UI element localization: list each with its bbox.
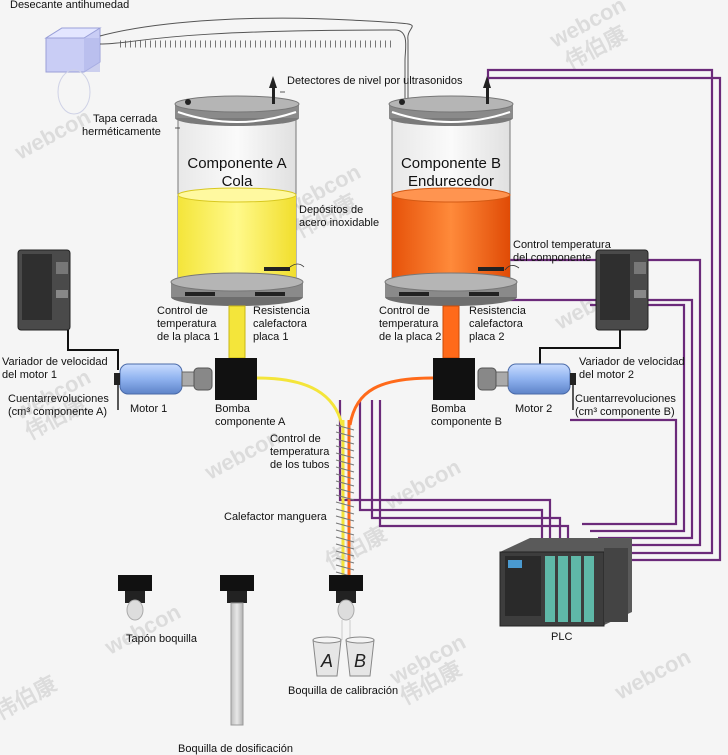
vfd2-cable bbox=[539, 330, 621, 368]
level-detectors-label: Detectores de nivel por ultrasonidos bbox=[287, 75, 463, 87]
counter2-label: Cuentarrevoluciones bbox=[575, 393, 676, 405]
component-b-label: Componente B bbox=[401, 155, 501, 172]
plc-rack bbox=[499, 538, 632, 627]
calibration-nozzle-label: Boquilla de calibración bbox=[288, 685, 398, 697]
desiccant-label: Desecante antihumedad bbox=[10, 0, 129, 11]
pump-a-label-2: componente A bbox=[215, 416, 286, 428]
plate1-heater-label-3: placa 1 bbox=[253, 331, 288, 343]
pump-a-label: Bomba bbox=[215, 403, 251, 415]
lid-label-2: hermética­mente bbox=[82, 126, 161, 138]
plate1-heater-label-2: calefactora bbox=[253, 318, 308, 330]
plate1-temp-label-3: de la placa 1 bbox=[157, 331, 219, 343]
tanks-label: Depósitos de bbox=[299, 204, 363, 216]
component-a-label: Componente A bbox=[187, 155, 286, 172]
motor-1 bbox=[114, 363, 213, 410]
plate1-heater-label: Resistencia bbox=[253, 305, 311, 317]
component-b-name: Endurecedor bbox=[408, 173, 494, 190]
vfd1-cable bbox=[67, 330, 119, 370]
plate1-temp-label-2: temperatura bbox=[157, 318, 217, 330]
plate2-temp-label-2: temperatura bbox=[379, 318, 439, 330]
pump-b bbox=[433, 358, 475, 400]
leader-lines bbox=[175, 91, 520, 271]
dosing-nozzle bbox=[220, 575, 254, 726]
plate2-heater-label: Resistencia bbox=[469, 305, 527, 317]
counter1-label: Cuentarrevoluciones bbox=[8, 393, 109, 405]
hose-a bbox=[256, 376, 344, 426]
nozzle-cap bbox=[118, 575, 152, 621]
vfd1-label-2: del motor 1 bbox=[2, 369, 57, 381]
tanks-label-2: acero inoxidable bbox=[299, 217, 379, 229]
component-a-name: Cola bbox=[222, 173, 254, 190]
plate2-heater-label-2: calefactora bbox=[469, 318, 524, 330]
plate2-temp-label: Control de bbox=[379, 305, 430, 317]
counter2-label-2: (cm³ componente B) bbox=[575, 406, 675, 418]
plate1-temp-label: Control de bbox=[157, 305, 208, 317]
watermark: 伟伯康 bbox=[321, 521, 392, 575]
vfd2-label-2: del motor 2 bbox=[579, 369, 634, 381]
vfd-drive-1 bbox=[17, 249, 71, 331]
watermark: webcon bbox=[380, 454, 465, 515]
air-hose-coil bbox=[99, 17, 413, 100]
tube-temp-label-3: de los tubos bbox=[270, 459, 330, 471]
dosing-nozzle-label: Boquilla de dosificación bbox=[178, 743, 293, 755]
motor1-label: Motor 1 bbox=[130, 403, 167, 415]
heated-hose bbox=[335, 420, 355, 578]
pump-b-label: Bomba bbox=[431, 403, 467, 415]
component-temp-label-2: del componente bbox=[513, 252, 591, 264]
hose-b bbox=[348, 376, 434, 426]
motor-2 bbox=[477, 363, 576, 410]
calibration-nozzle bbox=[312, 575, 375, 677]
tank-b bbox=[384, 76, 518, 359]
tank-a bbox=[170, 76, 304, 359]
pump-a bbox=[215, 358, 257, 400]
watermark: webcon bbox=[610, 644, 695, 705]
pump-b-label-2: componente B bbox=[431, 416, 502, 428]
vfd-drive-2 bbox=[595, 249, 649, 331]
plate2-heater-label-3: placa 2 bbox=[469, 331, 504, 343]
nozzle-cap-label: Tapón boquilla bbox=[126, 633, 198, 645]
cup-a-letter: A bbox=[320, 651, 333, 671]
vfd2-label: Variador de velocidad bbox=[579, 356, 685, 368]
plc-label: PLC bbox=[551, 631, 572, 643]
lid-label: Tapa cerrada bbox=[93, 113, 158, 125]
watermark: 伟伯康 bbox=[0, 671, 62, 725]
cup-b-letter: B bbox=[354, 651, 366, 671]
hose-heater-label: Calefactor manguera bbox=[224, 511, 328, 523]
plate2-temp-label-3: de la placa 2 bbox=[379, 331, 441, 343]
desiccant-unit bbox=[44, 27, 102, 115]
tube-temp-label: Control de bbox=[270, 433, 321, 445]
motor2-label: Motor 2 bbox=[515, 403, 552, 415]
component-temp-label: Control temperatura bbox=[513, 239, 612, 251]
vfd1-label: Variador de velocidad bbox=[2, 356, 108, 368]
tube-temp-label-2: temperatura bbox=[270, 446, 330, 458]
counter1-label-2: (cm³ componente A) bbox=[8, 406, 107, 418]
